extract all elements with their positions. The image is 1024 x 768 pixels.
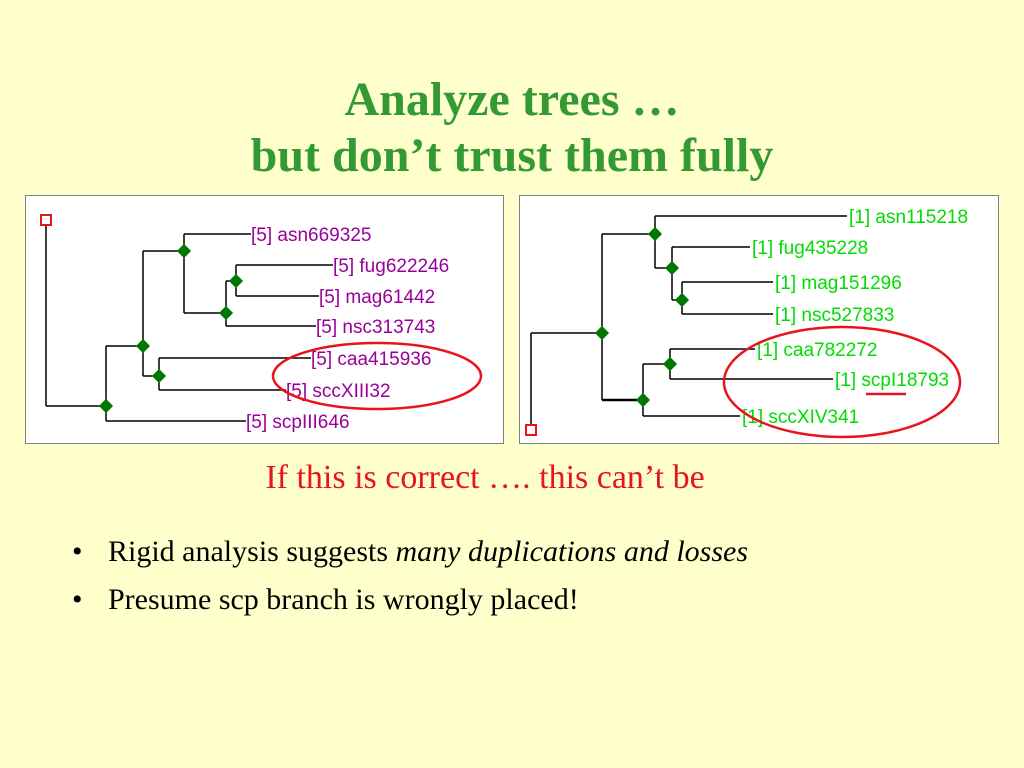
right-tree-node: [664, 260, 680, 276]
left-tree-leaf-labels: [5] asn669325 [5] fug622246 [5] mag61442…: [246, 225, 449, 433]
left-tree-leaf-label: [5] asn669325: [251, 225, 371, 246]
left-tree-panel: [5] asn669325 [5] fug622246 [5] mag61442…: [25, 195, 504, 444]
right-tree-leaf-label: [1] fug435228: [752, 238, 868, 259]
right-tree-node: [635, 392, 651, 408]
right-tree-diagram: [1] asn115218 [1] fug435228 [1] mag15129…: [525, 207, 968, 439]
left-tree-node: [98, 398, 114, 414]
left-tree-leaf-label: [5] sccXIII32: [286, 381, 391, 402]
right-tree-root-marker: [525, 424, 537, 436]
left-tree-node: [176, 243, 192, 259]
left-tree-leaf-label: [5] caa415936: [311, 349, 431, 370]
left-tree-leaf-label: [5] fug622246: [333, 256, 449, 277]
bullet-glyph: •: [72, 583, 83, 616]
left-tree-root-marker: [40, 214, 52, 226]
left-tree-leaf-label: [5] scpIII646: [246, 412, 350, 433]
right-tree-leaf-label: [1] caa782272: [757, 340, 877, 361]
left-tree-highlight-circle: [271, 341, 483, 411]
bullet-item: • Rigid analysis suggests many duplicati…: [68, 528, 748, 576]
left-tree-node: [151, 368, 167, 384]
right-tree-node: [594, 325, 610, 341]
right-tree-highlight-circle: [722, 325, 962, 439]
bullet-list: • Rigid analysis suggests many duplicati…: [68, 528, 748, 624]
left-tree-node: [228, 273, 244, 289]
slide-title-line-2: but don’t trust them fully: [250, 129, 774, 182]
right-tree-leaf-label: [1] mag151296: [775, 273, 902, 294]
right-tree-leaf-label: [1] asn115218: [849, 207, 968, 228]
left-tree-leaf-label: [5] mag61442: [319, 287, 435, 308]
left-tree-node: [135, 338, 151, 354]
right-tree-node: [662, 356, 678, 372]
left-tree-nodes: [98, 243, 244, 414]
right-tree-leaf-label: [1] scpI18793: [835, 370, 949, 391]
right-tree-nodes: [594, 226, 690, 408]
right-tree-leaf-labels: [1] asn115218 [1] fug435228 [1] mag15129…: [742, 207, 968, 428]
left-tree-leaf-label: [5] nsc313743: [316, 317, 435, 338]
slide-title-line-1: Analyze trees …: [344, 73, 680, 126]
left-tree-node: [218, 305, 234, 321]
bullet-text: Presume scp branch is wrongly placed!: [108, 583, 579, 616]
left-tree-diagram: [5] asn669325 [5] fug622246 [5] mag61442…: [40, 214, 483, 433]
right-tree-panel: [1] asn115218 [1] fug435228 [1] mag15129…: [519, 195, 999, 444]
bullet-emphasis: many duplications and losses: [395, 535, 749, 568]
right-tree-node: [647, 226, 663, 242]
right-tree-node: [674, 292, 690, 308]
bullet-item: • Presume scp branch is wrongly placed!: [68, 576, 748, 624]
bullet-text: Rigid analysis suggests: [108, 535, 396, 568]
bullet-glyph: •: [72, 535, 83, 568]
diagram-caption: If this is correct …. this can’t be: [265, 459, 705, 496]
right-tree-leaf-label: [1] nsc527833: [775, 305, 894, 326]
right-tree-leaf-label: [1] sccXIV341: [742, 407, 859, 428]
